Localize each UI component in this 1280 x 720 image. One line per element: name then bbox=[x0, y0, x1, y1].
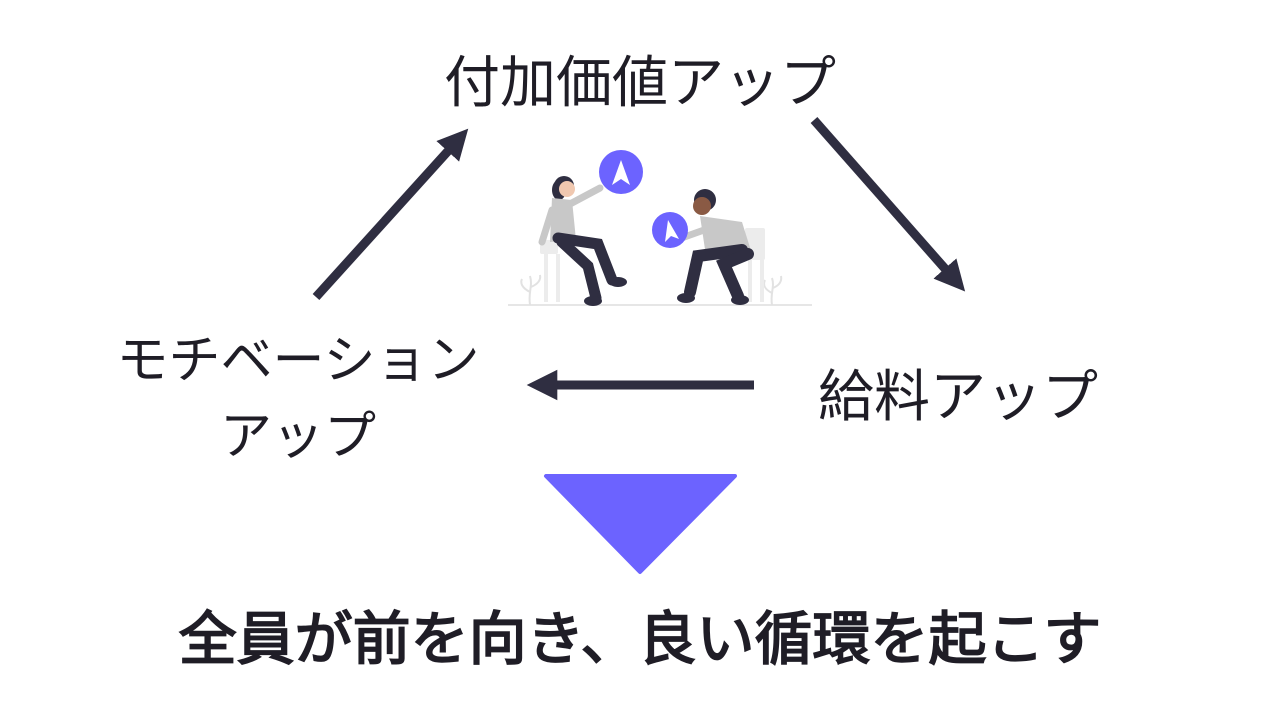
plant-left bbox=[521, 275, 540, 305]
person-left bbox=[542, 176, 627, 306]
cursor-icon bbox=[652, 212, 688, 248]
chair-right bbox=[745, 228, 765, 302]
left-label-line1: モチベーション bbox=[100, 318, 496, 393]
bottom-label: 全員が前を向き、良い循環を起こす bbox=[0, 592, 1280, 676]
right-label: 給料アップ bbox=[818, 352, 1118, 433]
cursor-icon bbox=[599, 150, 643, 194]
person-right bbox=[676, 189, 752, 305]
top-label: 付加価値アップ bbox=[0, 38, 1280, 119]
chair-left bbox=[540, 240, 560, 302]
plant-right bbox=[764, 276, 781, 305]
left-label-line2: アップ bbox=[100, 394, 496, 469]
